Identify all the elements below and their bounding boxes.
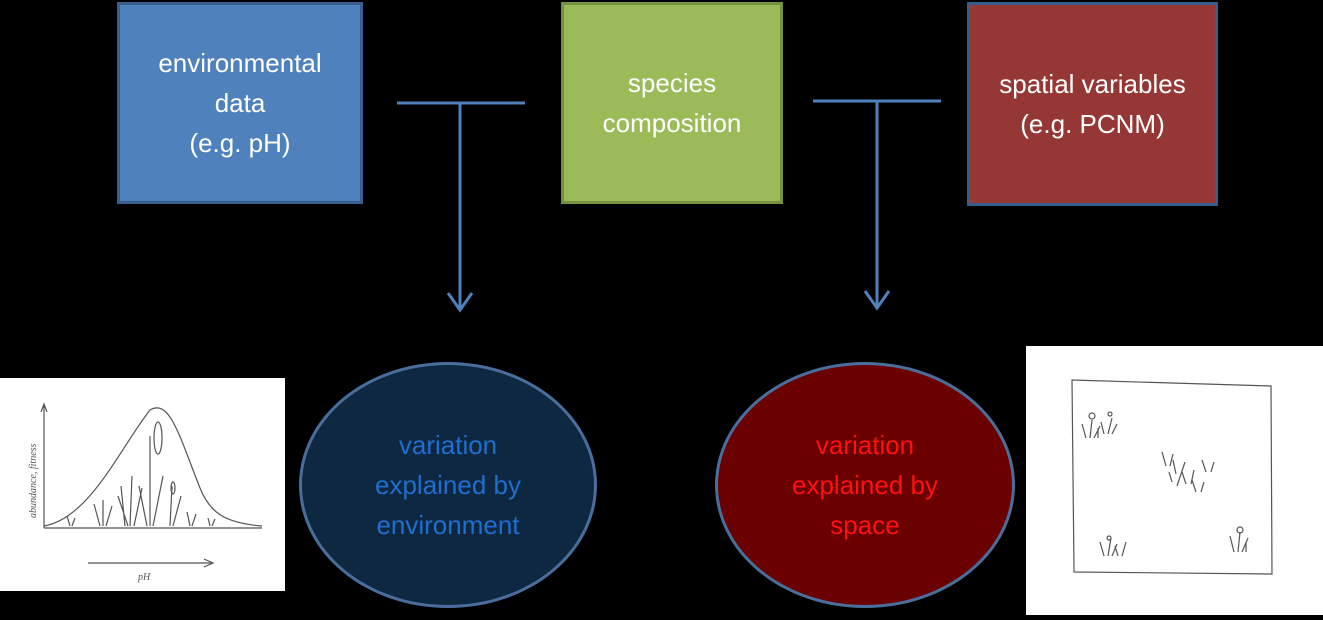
spatial-variables-box: spatial variables (e.g. PCNM) [967, 2, 1218, 206]
plant-cluster-top-left [1081, 411, 1118, 439]
plant-cluster-center [1161, 451, 1215, 493]
response-curve [43, 407, 263, 527]
plant-cluster-bottom-left [1099, 535, 1127, 557]
plot-border [1071, 379, 1273, 575]
plant-cluster-bottom-right [1229, 526, 1249, 553]
x-axis-label: pH [137, 572, 151, 583]
environmental-data-box: environmental data (e.g. pH) [117, 2, 363, 204]
map-drawing [1071, 379, 1273, 575]
grass-tufts [66, 421, 216, 527]
spatial-map-sketch [1026, 346, 1323, 615]
ph-curve-drawing: abundance, fitness pH [28, 402, 263, 583]
y-axis-label: abundance, fitness [28, 443, 39, 518]
arrow-space-head [863, 290, 891, 311]
arrow-env-head [446, 292, 474, 313]
variation-space-oval: variation explained by space [715, 362, 1015, 608]
ph-response-sketch: abundance, fitness pH [0, 378, 285, 591]
species-composition-box: species composition [561, 2, 783, 204]
variation-environment-oval: variation explained by environment [299, 362, 597, 608]
